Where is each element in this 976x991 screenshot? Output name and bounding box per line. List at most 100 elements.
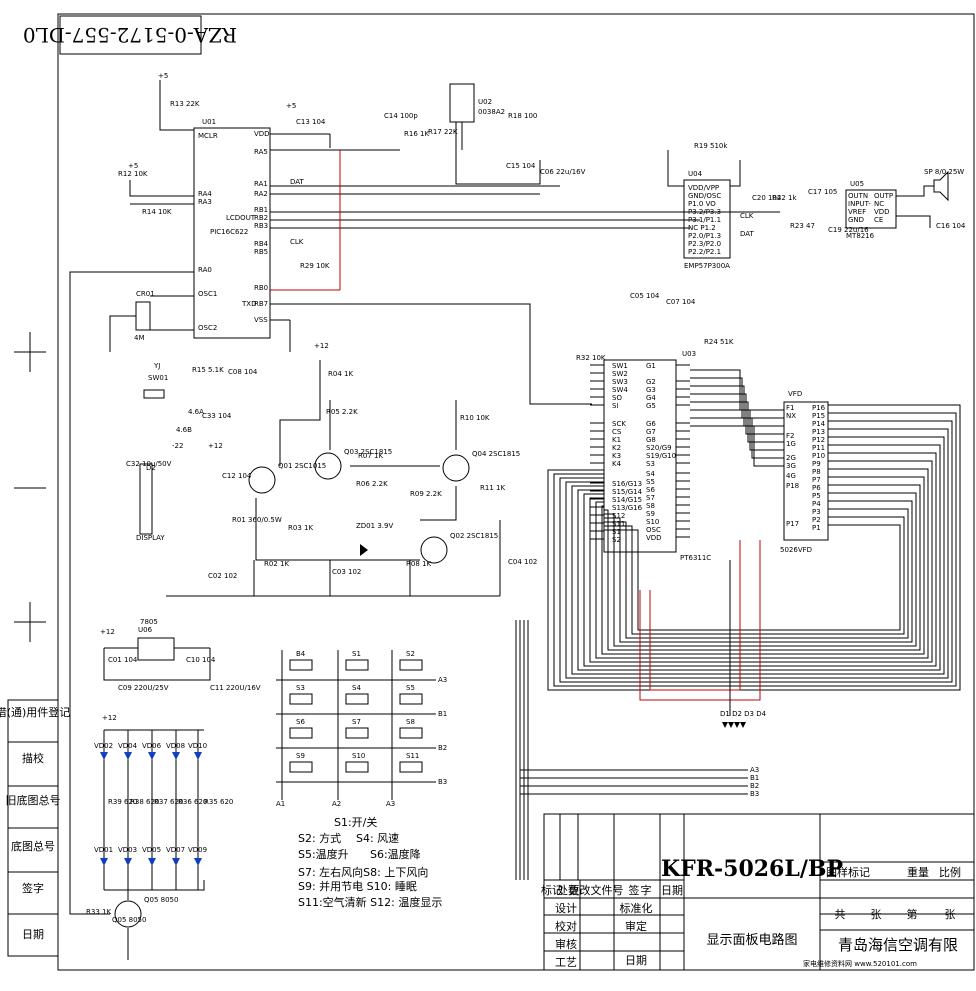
vfd-pin-l-8: P17 bbox=[786, 520, 799, 528]
grid-bus-3 bbox=[690, 393, 784, 435]
u03-pin-l-4: SO bbox=[612, 394, 622, 402]
vfd-pin-r-20: P5 bbox=[812, 492, 821, 500]
vfd-bus-8 bbox=[595, 468, 929, 659]
rail-+12-a: +12 bbox=[314, 342, 329, 350]
q03-label: Q03 2SC1815 bbox=[344, 448, 392, 456]
key-label-9: S9 bbox=[296, 752, 305, 760]
u01-pin-right-6: RB3 bbox=[254, 222, 268, 230]
key-switch-3 bbox=[289, 693, 313, 705]
vfd-pin-l-5: 3G bbox=[786, 462, 796, 470]
grid-bus-6 bbox=[690, 417, 784, 459]
u03-pin-l-6: SCK bbox=[612, 420, 626, 428]
u03-pin-r-35: S8 bbox=[646, 502, 655, 510]
key-row-1: B1 bbox=[438, 710, 447, 718]
vfd-pin-r-13: P12 bbox=[812, 436, 825, 444]
tb-header-1: 处数 bbox=[557, 884, 579, 897]
vfd-pin-r-12: P13 bbox=[812, 428, 825, 436]
side-label-table bbox=[7, 699, 59, 957]
u03-pin-r-25: G6 bbox=[646, 420, 656, 428]
zd01-label: ZD01 3.9V bbox=[356, 522, 393, 530]
u01-pin-right-4: RB1 bbox=[254, 206, 268, 214]
key-switch-0 bbox=[289, 659, 313, 671]
u03-pin-l-0: SW1 bbox=[612, 362, 628, 370]
resistor-11: R32 10K bbox=[576, 354, 606, 362]
resistor-22: R08 1K bbox=[406, 560, 431, 568]
u05-vdd bbox=[896, 215, 931, 228]
vfd-pin-l-4: 2G bbox=[786, 454, 796, 462]
key-legend-5: S7: 左右风向S8: 上下风向 bbox=[298, 865, 428, 879]
vfd-bus-9 bbox=[601, 476, 925, 655]
company-name: 青岛海信空调有限 bbox=[838, 936, 958, 954]
vfd-bus-0 bbox=[547, 404, 961, 691]
u03-pin-r-39: VDD bbox=[646, 534, 662, 542]
u03-pin-l-2: SW3 bbox=[612, 378, 628, 386]
key-switch-7 bbox=[345, 727, 369, 739]
q02-transistor bbox=[420, 536, 448, 564]
resistor-16: R10 10K bbox=[460, 414, 490, 422]
resistor-19: R01 360/0.5W bbox=[232, 516, 282, 524]
u03-pin-r-27: G8 bbox=[646, 436, 656, 444]
sw01-label: SW01 bbox=[148, 374, 168, 382]
u01-pin-right-8: RB5 bbox=[254, 248, 268, 256]
capacitor-18: C10 104 bbox=[186, 656, 216, 664]
u01-pin-right-3: RA2 bbox=[254, 190, 268, 198]
vfd-bus-1 bbox=[553, 412, 957, 687]
tb-header-5: 日期 bbox=[661, 884, 683, 897]
u01-pin-left-0: MCLR bbox=[198, 132, 218, 140]
vfd-bus-14 bbox=[604, 516, 905, 635]
ra0-wire bbox=[69, 271, 194, 915]
u05-chip bbox=[845, 189, 897, 229]
u04-pin-7: P2.3/P2.0 bbox=[688, 240, 721, 248]
resistor-7: R22 1k bbox=[772, 194, 797, 202]
display-label: DISPLAY bbox=[136, 534, 165, 542]
tb-row-2: 审核 bbox=[555, 937, 577, 951]
key-row-0: A3 bbox=[438, 676, 447, 684]
led-top-label-1: VD04 bbox=[118, 742, 138, 750]
u03-pin-l-11: K4 bbox=[612, 460, 622, 468]
u03-pin-l-14: S14/G15 bbox=[612, 496, 642, 504]
capacitor-4: C20 104 bbox=[752, 194, 782, 202]
net-46b: 4.6B bbox=[176, 426, 192, 434]
tb-header-2: 更改文件号 bbox=[569, 883, 624, 897]
u03-pin-r-23: G4 bbox=[646, 394, 656, 402]
key-row-3: B3 bbox=[438, 778, 447, 786]
capacitor-14: C02 102 bbox=[208, 572, 237, 580]
title-block bbox=[543, 813, 975, 971]
u06-ref: U06 bbox=[138, 626, 153, 634]
key-label-2: S2 bbox=[406, 650, 415, 658]
u03-pin-l-8: K1 bbox=[612, 436, 621, 444]
xtal-gnd bbox=[109, 315, 136, 352]
u05-part: MT8216 bbox=[846, 232, 875, 240]
resistor-20: R02 1K bbox=[264, 560, 289, 568]
u03-pin-l-1: SW2 bbox=[612, 370, 628, 378]
rail-+5-b: +5 bbox=[158, 72, 168, 80]
q05-part: Q05 8050 bbox=[112, 916, 146, 924]
vfd-bus-10 bbox=[604, 484, 921, 651]
key-col-1: A2 bbox=[332, 800, 341, 808]
u05-pin-0: OUTN bbox=[848, 192, 868, 200]
u02-ref: U02 bbox=[478, 98, 492, 106]
vfd-pin-r-19: P6 bbox=[812, 484, 821, 492]
vfd-bus-11 bbox=[604, 492, 917, 647]
ra4-wire bbox=[129, 180, 194, 197]
cn01-connector bbox=[139, 463, 153, 535]
q01-collector bbox=[279, 360, 321, 466]
vfd-ref: VFD bbox=[788, 390, 802, 398]
u03-pin-r-32: S5 bbox=[646, 478, 655, 486]
u01-pin-right-11: VSS bbox=[254, 316, 268, 324]
u04-pin-4: P3.1/P1.1 bbox=[688, 216, 721, 224]
tb-weight: 重量 bbox=[907, 865, 929, 879]
u05-pin-6: GND bbox=[848, 216, 864, 224]
vfd-pin-r-9: P16 bbox=[812, 404, 826, 412]
u03-pin-r-20: G1 bbox=[646, 362, 656, 370]
u05-pin-1: OUTP bbox=[874, 192, 893, 200]
vfd-pin-r-16: P9 bbox=[812, 460, 821, 468]
u03-pin-r-36: S9 bbox=[646, 510, 655, 518]
tb-mark: 图样标记 bbox=[826, 865, 870, 879]
drawing-number: RZA-0-5172-557-DL0 bbox=[23, 23, 237, 47]
u02-receiver bbox=[449, 83, 475, 123]
speaker-symbol bbox=[933, 170, 949, 202]
watermark: 家电维修资料网 www.520101.com bbox=[803, 959, 917, 968]
tb-sheet: 第 bbox=[907, 907, 918, 921]
led-top-3 bbox=[172, 752, 180, 760]
